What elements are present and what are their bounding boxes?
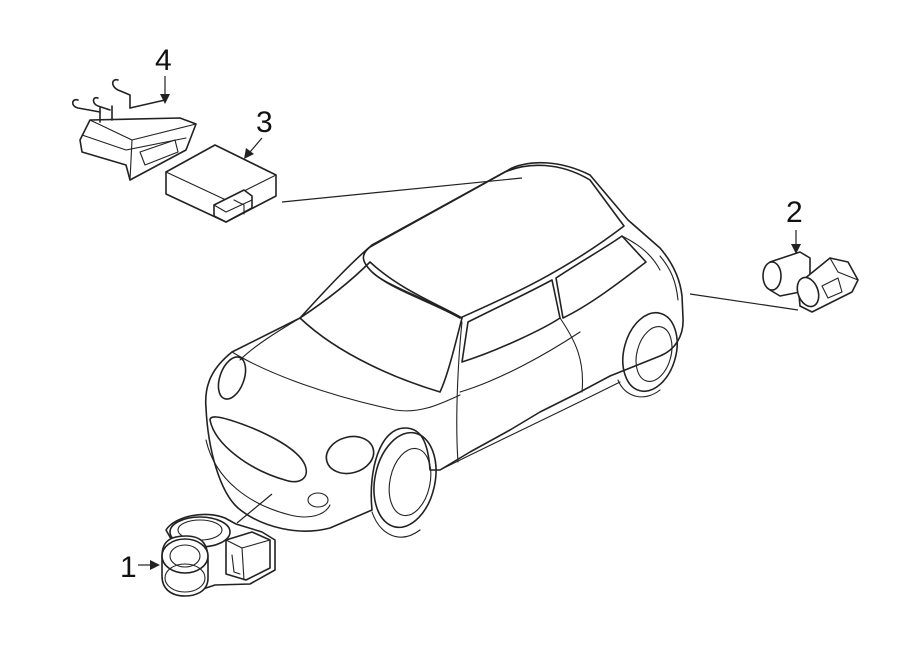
leader-line-3 — [281, 177, 523, 203]
leader-line-2 — [689, 293, 799, 311]
callout-number-2: 2 — [786, 196, 803, 229]
car-illustration — [204, 161, 684, 538]
callout-arrow-2 — [791, 230, 801, 254]
callout-arrow-4 — [160, 76, 170, 104]
callout-arrow-3 — [244, 137, 263, 159]
leader-line-1 — [236, 493, 273, 524]
part-4-bracket — [71, 78, 197, 181]
part-2-sensor-pair — [762, 251, 859, 313]
callout-number-1: 1 — [120, 551, 137, 584]
callout-arrow-1 — [138, 560, 160, 570]
part-3-control-module — [165, 144, 277, 223]
part-1-park-sensor — [161, 513, 276, 597]
callout-number-3: 3 — [256, 106, 273, 139]
callout-number-4: 4 — [155, 44, 172, 77]
